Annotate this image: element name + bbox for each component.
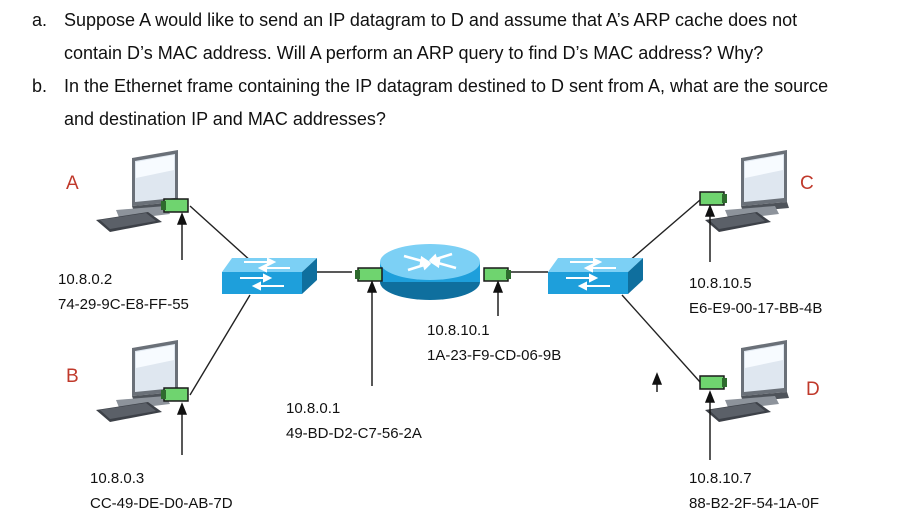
ip-address: 10.8.10.1 [427, 322, 490, 339]
mac-address: E6-E9-00-17-BB-4B [689, 300, 823, 317]
switch-icon-left [221, 257, 318, 295]
host-a-address: 10.8.0.2 74-29-9C-E8-FF-55 [58, 270, 189, 315]
host-c-address: 10.8.10.5 E6-E9-00-17-BB-4B [689, 274, 822, 319]
host-label-a: A [66, 173, 79, 194]
router-icon [378, 242, 482, 302]
ip-address: 10.8.0.2 [58, 271, 113, 288]
router-right-address: 10.8.10.1 1A-23-F9-CD-06-9B [427, 321, 561, 366]
computer-icon-c [705, 150, 789, 232]
interface-icon-router-right [483, 267, 512, 282]
arrow-up-icon [704, 390, 716, 460]
question-text-line: Suppose A would like to send an IP datag… [64, 10, 798, 30]
network-links [189, 199, 701, 396]
ip-address: 10.8.0.1 [286, 400, 341, 417]
ip-address: 10.8.10.7 [689, 470, 752, 487]
question-marker: a. [32, 10, 48, 30]
computer-icon-b [96, 340, 180, 422]
mac-address: 1A-23-F9-CD-06-9B [427, 347, 562, 364]
mac-address: 49-BD-D2-C7-56-2A [286, 425, 422, 442]
interface-icon-c [699, 191, 728, 206]
pointer-arrows [176, 204, 716, 460]
mac-address: 74-29-9C-E8-FF-55 [58, 296, 189, 313]
ip-address: 10.8.0.3 [90, 470, 145, 487]
question-text-line: In the Ethernet frame containing the IP … [64, 76, 829, 96]
mac-address: 88-B2-2F-54-1A-0F [689, 495, 820, 512]
arrow-up-icon [366, 280, 378, 386]
ip-address: 10.8.10.5 [689, 275, 752, 292]
host-b-address: 10.8.0.3 CC-49-DE-D0-AB-7D [90, 469, 233, 514]
interface-icon-a [160, 198, 189, 213]
host-d-address: 10.8.10.7 88-B2-2F-54-1A-0F [689, 469, 819, 514]
arrow-up-icon [651, 372, 663, 392]
router-left-address: 10.8.0.1 49-BD-D2-C7-56-2A [286, 399, 422, 444]
question-text-line: contain D’s MAC address. Will A perform … [64, 43, 764, 63]
computer-icon-a [96, 150, 180, 232]
host-label-c: C [800, 173, 814, 194]
host-label-b: B [66, 366, 79, 387]
arrow-up-icon [176, 212, 188, 260]
arrow-up-icon [492, 280, 504, 316]
switch-icon-right [547, 257, 644, 295]
arrow-up-icon [704, 204, 716, 262]
interface-icon-router-left [354, 267, 383, 282]
arrow-up-icon [176, 402, 188, 455]
interface-icon-b [160, 387, 189, 402]
question-text-line: and destination IP and MAC addresses? [64, 109, 386, 129]
mac-address: CC-49-DE-D0-AB-7D [90, 495, 233, 512]
question-marker: b. [32, 76, 48, 96]
interface-icon-d [699, 375, 728, 390]
host-label-d: D [806, 379, 820, 400]
